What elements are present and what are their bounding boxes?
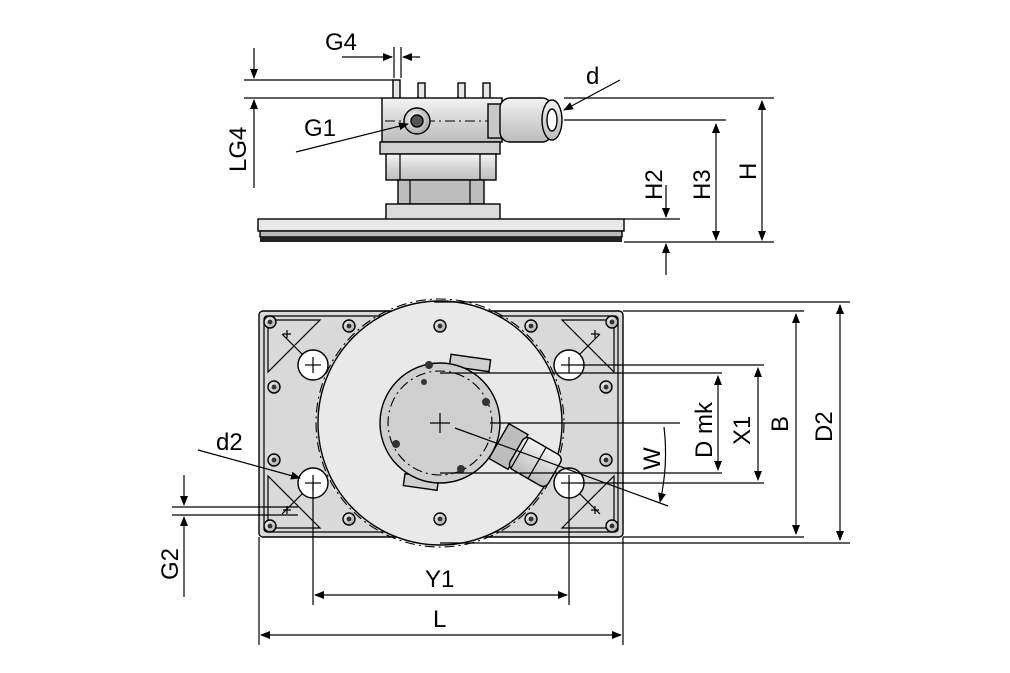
top-view [258, 298, 669, 548]
label-g2: G2 [157, 548, 184, 580]
label-l: L [433, 606, 446, 633]
side-view [257, 79, 625, 242]
label-dmk: D mk [691, 401, 718, 458]
top-dimensions: W D mk X1 B D2 d2 G2 Y1 L [157, 301, 850, 645]
label-h2: H2 [641, 169, 668, 200]
label-h3: H3 [689, 169, 716, 200]
label-d2: d2 [216, 429, 243, 456]
label-g4: G4 [325, 29, 357, 56]
label-d2-big: D2 [811, 411, 838, 442]
label-y1: Y1 [425, 566, 454, 593]
label-b: B [767, 416, 794, 432]
screws [263, 315, 619, 533]
label-d: d [586, 63, 599, 90]
label-h: H [735, 163, 762, 180]
side-dimensions: G4 LG4 G1 d H2 H3 H [225, 29, 774, 275]
label-g1: G1 [304, 115, 336, 142]
label-x1: X1 [729, 416, 756, 445]
label-w: W [639, 447, 666, 470]
label-lg4: LG4 [225, 127, 252, 172]
